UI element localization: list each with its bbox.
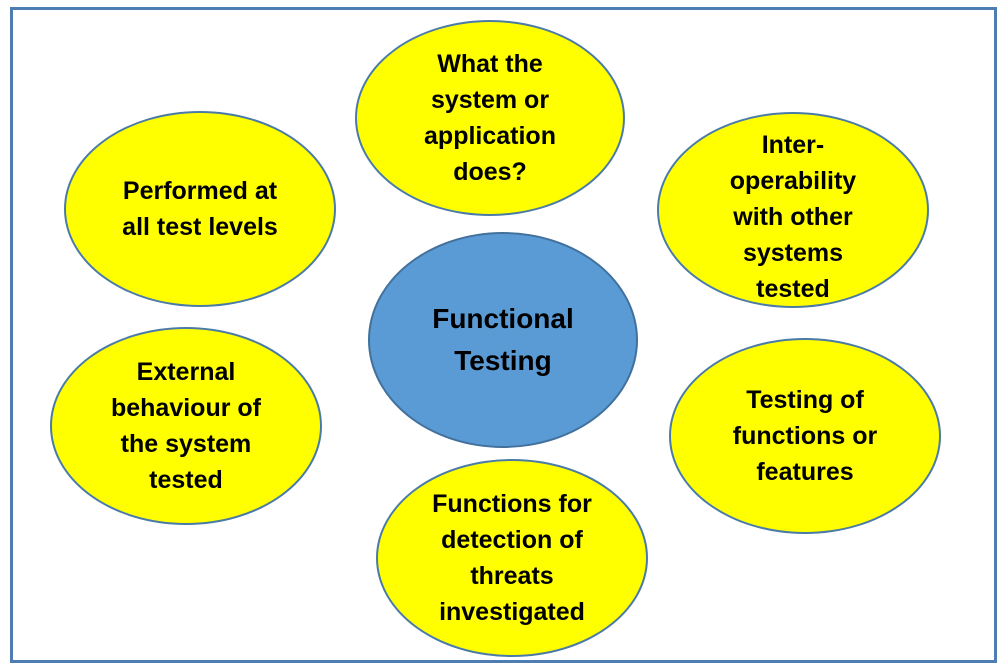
node-performed-all-levels: Performed at all test levels [64,111,336,307]
node-interoperability: Inter- operability with other systems te… [657,112,929,308]
node-testing-functions-features: Testing of functions or features [669,338,941,534]
node-line: External [136,358,236,386]
node-line: features [756,458,854,486]
node-line: threats [470,562,554,590]
node-line: tested [756,275,830,303]
node-line: Inter- [761,131,825,159]
center-line: Testing [454,345,552,376]
node-line: all test levels [122,213,278,241]
node-line: Performed at [122,177,278,205]
node-threat-detection: Functions for detection of threats inves… [376,459,648,657]
node-line: the system [120,430,252,458]
node-external-behaviour: External behaviour of the system tested [50,327,322,525]
node-functional-testing: Functional Testing [368,232,638,448]
node-line: does? [453,158,527,186]
node-line: application [424,122,556,150]
node-label: Performed at all test levels [122,173,278,245]
node-line: What the [437,50,543,78]
center-line: Functional [432,303,574,334]
node-what-system-does: What the system or application does? [355,20,625,216]
node-label: What the system or application does? [424,46,556,190]
node-line: investigated [439,598,585,626]
node-label: Functions for detection of threats inves… [432,486,592,630]
node-line: behaviour of [110,394,261,422]
node-line: detection of [441,526,583,554]
node-line: system or [430,86,550,114]
node-line: operability [729,167,857,195]
node-line: with other [733,203,853,231]
node-line: functions or [732,422,878,450]
node-line: Functions for [432,490,592,518]
node-label: Testing of functions or features [733,382,877,490]
node-line: systems [742,239,844,267]
node-label: External behaviour of the system tested [111,354,261,498]
node-line: Testing of [746,386,864,414]
center-label: Functional Testing [432,298,574,382]
node-label: Inter- operability with other systems te… [730,127,856,307]
node-line: tested [149,466,223,494]
